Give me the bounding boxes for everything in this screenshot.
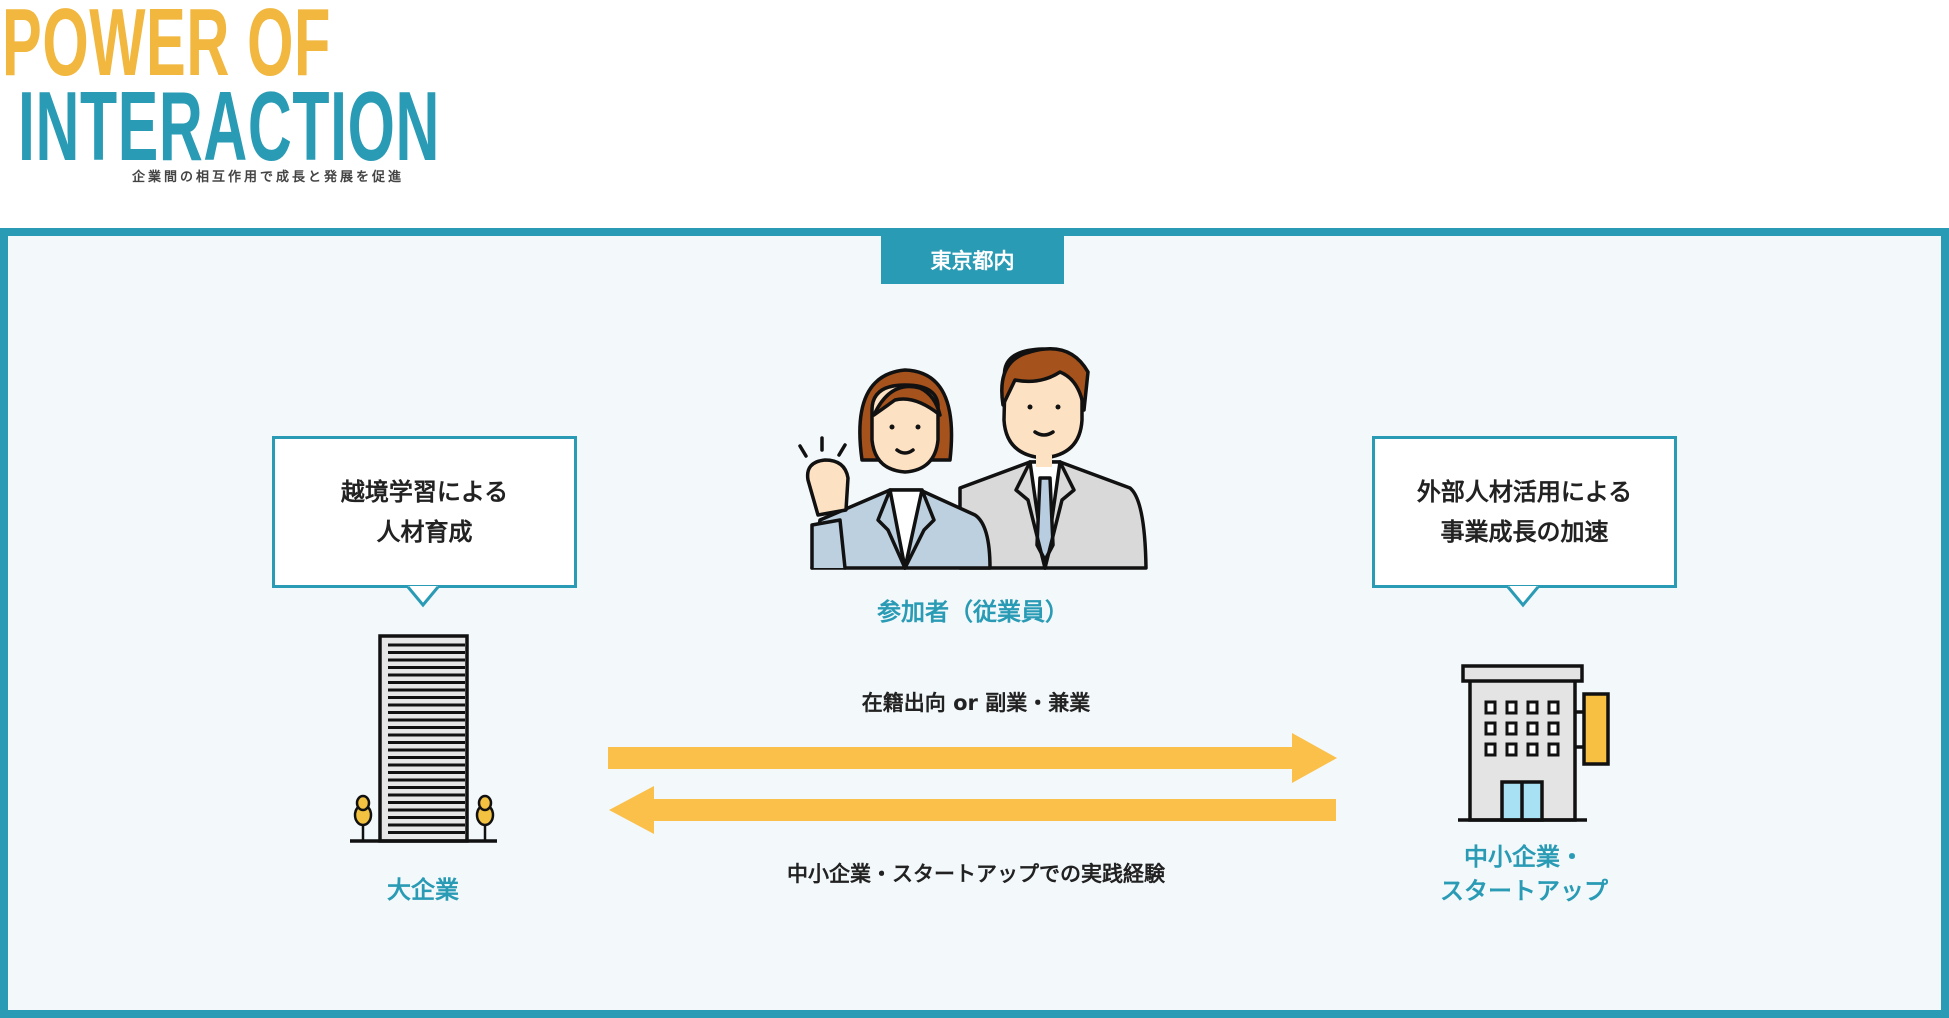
forward-flow-label: 在籍出向 or 副業・兼業 [861,691,1091,715]
right-callout: 外部人材活用による事業成長の加速 [1372,436,1677,588]
window [1526,700,1539,715]
arrow-right [608,733,1337,783]
logo-line-2: INTERACTION [18,71,440,181]
window [1526,742,1539,757]
participants-illustration [798,347,1148,570]
window [1505,742,1518,757]
window [1484,700,1497,715]
tree-icon [475,794,495,841]
window [1505,700,1518,715]
left-callout-tail [406,586,440,608]
window [1547,721,1560,736]
window [1505,721,1518,736]
window [1547,742,1560,757]
diagram-frame [0,228,1949,1018]
window [1526,721,1539,736]
participants-label: 参加者（従業員） [877,598,1069,626]
small-company-label-line: 中小企業・ [1464,843,1584,871]
window [1547,700,1560,715]
large-company-label: 大企業 [387,876,459,904]
right-callout-tail [1506,586,1540,608]
right-callout-line: 事業成長の加速 [1440,518,1609,546]
window [1484,742,1497,757]
logo-subtitle: 企業間の相互作用で成長と発展を促進 [132,169,405,184]
left-callout-line: 越境学習による [340,478,509,506]
region-tag: 東京都内 [881,236,1064,284]
right-callout-line: 外部人材活用による [1416,478,1633,506]
logo: POWER OF INTERACTION 企業間の相互作用で成長と発展を促進 [0,0,440,190]
small-company-label-line: スタートアップ [1440,877,1608,905]
small-company-building-icon [1458,664,1610,822]
logo-line-1: POWER OF [2,0,332,96]
left-callout-line: 人材育成 [376,518,473,546]
window [1484,721,1497,736]
backward-flow-label: 中小企業・スタートアップでの実践経験 [787,862,1165,886]
tree-icon [353,794,373,841]
arrow-left [609,786,1336,834]
large-company-building-icon [350,634,497,843]
small-company-label: 中小企業・ スタートアップ [1374,840,1674,908]
